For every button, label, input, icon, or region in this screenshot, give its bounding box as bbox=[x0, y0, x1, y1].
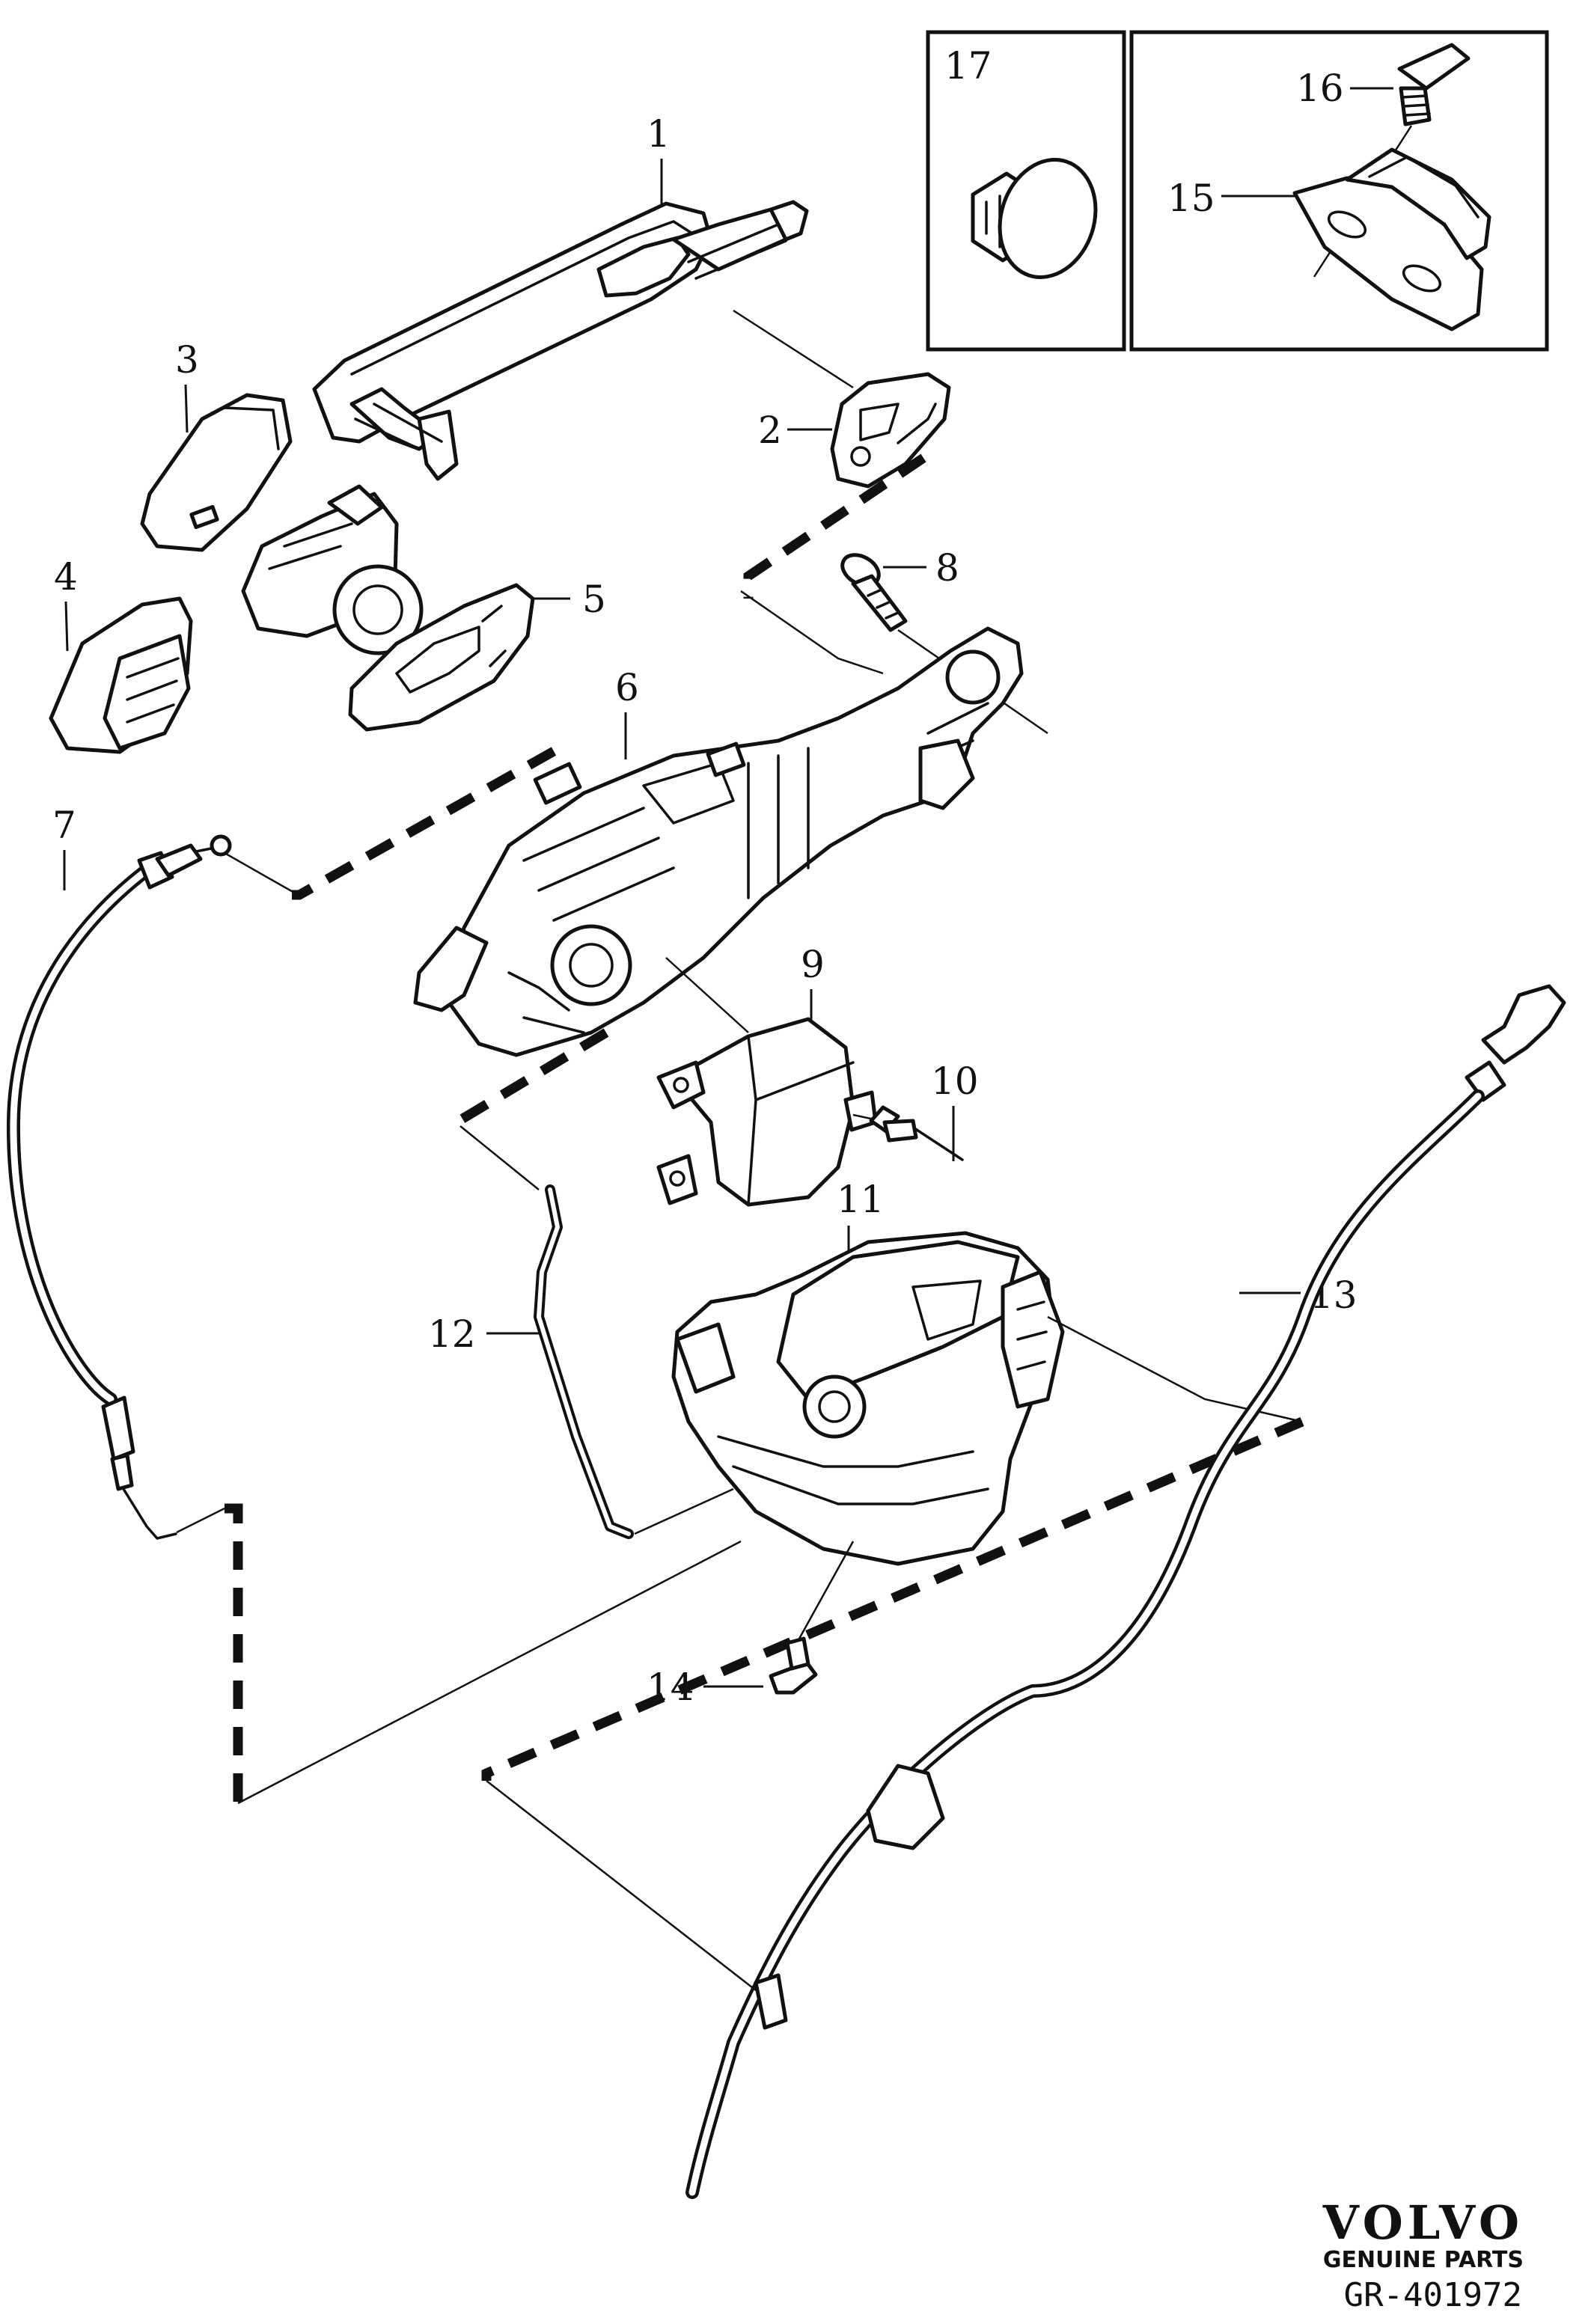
volvo-logo: VOLVO GENUINE PARTS bbox=[1322, 2195, 1524, 2273]
callout-7: 7 bbox=[52, 804, 76, 847]
part-8-screw: 8 bbox=[840, 546, 1048, 735]
callout-9: 9 bbox=[801, 943, 825, 986]
part-6-handle-carrier: 6 bbox=[413, 626, 1024, 1057]
callout-6: 6 bbox=[615, 666, 639, 709]
part-10-pin: 10 bbox=[852, 1059, 979, 1161]
callout-12: 12 bbox=[428, 1312, 476, 1356]
callout-11: 11 bbox=[837, 1178, 885, 1221]
logo-text: VOLVO bbox=[1322, 2195, 1524, 2250]
part-14-screw: 14 bbox=[647, 1541, 855, 1709]
part-2-handle-gasket: 2 bbox=[733, 309, 951, 489]
inset-part-15-16: 16 15 bbox=[1129, 30, 1549, 352]
diagram-reference: GR-401972 bbox=[1344, 2276, 1522, 2314]
callout-2: 2 bbox=[758, 409, 782, 452]
part-5-gasket: 5 bbox=[348, 578, 606, 732]
part-7-cable: 7 bbox=[6, 804, 302, 1540]
callout-8: 8 bbox=[935, 546, 959, 590]
part-3-handle-cover: 3 bbox=[140, 338, 293, 552]
part-lock-cylinder bbox=[241, 484, 424, 655]
callout-5: 5 bbox=[582, 578, 606, 621]
part-11-lock-mechanism: 11 bbox=[237, 1178, 1303, 1805]
logo-subtitle: GENUINE PARTS bbox=[1323, 2247, 1524, 2273]
callout-3: 3 bbox=[175, 338, 199, 382]
callout-1: 1 bbox=[647, 112, 671, 156]
part-1-door-handle: 1 bbox=[312, 112, 809, 481]
part-12-rod: 12 bbox=[428, 1125, 734, 1539]
part-4-handle-cover: 4 bbox=[49, 555, 193, 754]
callout-17: 17 bbox=[944, 44, 992, 88]
callout-15: 15 bbox=[1167, 177, 1215, 220]
callout-16: 16 bbox=[1296, 67, 1344, 110]
callout-10: 10 bbox=[931, 1059, 979, 1103]
callout-14: 14 bbox=[647, 1666, 694, 1709]
callout-4: 4 bbox=[54, 555, 78, 599]
inset-part-17: 17 bbox=[926, 30, 1126, 352]
part-13-cable: 13 bbox=[486, 984, 1566, 2199]
part-9-cover: 9 bbox=[656, 943, 878, 1207]
